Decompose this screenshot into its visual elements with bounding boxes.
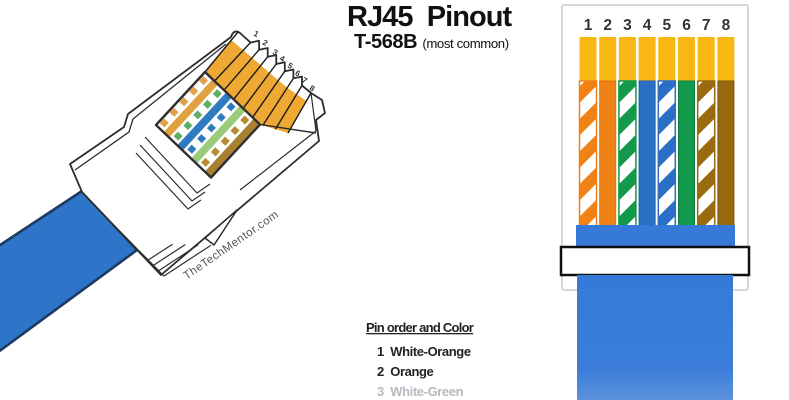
- svg-text:3: 3: [271, 47, 280, 57]
- svg-text:4: 4: [643, 17, 652, 34]
- svg-text:RJ45 Pinout: RJ45 Pinout: [347, 1, 513, 33]
- svg-text:4: 4: [278, 54, 287, 64]
- svg-text:3 White-Green: 3 White-Green: [377, 384, 464, 399]
- svg-text:1: 1: [584, 17, 593, 34]
- svg-text:T-568B (most common): T-568B (most common): [354, 31, 509, 53]
- svg-text:6: 6: [294, 68, 303, 78]
- svg-text:2: 2: [603, 17, 612, 34]
- svg-text:7: 7: [702, 17, 711, 34]
- svg-text:8: 8: [722, 17, 731, 34]
- svg-text:2 Orange: 2 Orange: [377, 364, 434, 379]
- svg-text:1: 1: [252, 29, 261, 39]
- svg-text:3: 3: [623, 17, 632, 34]
- svg-text:8: 8: [308, 83, 317, 93]
- svg-text:2: 2: [261, 38, 270, 48]
- svg-text:Pin order and Color: Pin order and Color: [366, 320, 474, 335]
- svg-text:5: 5: [286, 61, 295, 71]
- svg-text:7: 7: [301, 75, 310, 85]
- svg-text:1 White-Orange: 1 White-Orange: [377, 344, 471, 359]
- svg-text:5: 5: [662, 17, 671, 34]
- svg-text:6: 6: [682, 17, 691, 34]
